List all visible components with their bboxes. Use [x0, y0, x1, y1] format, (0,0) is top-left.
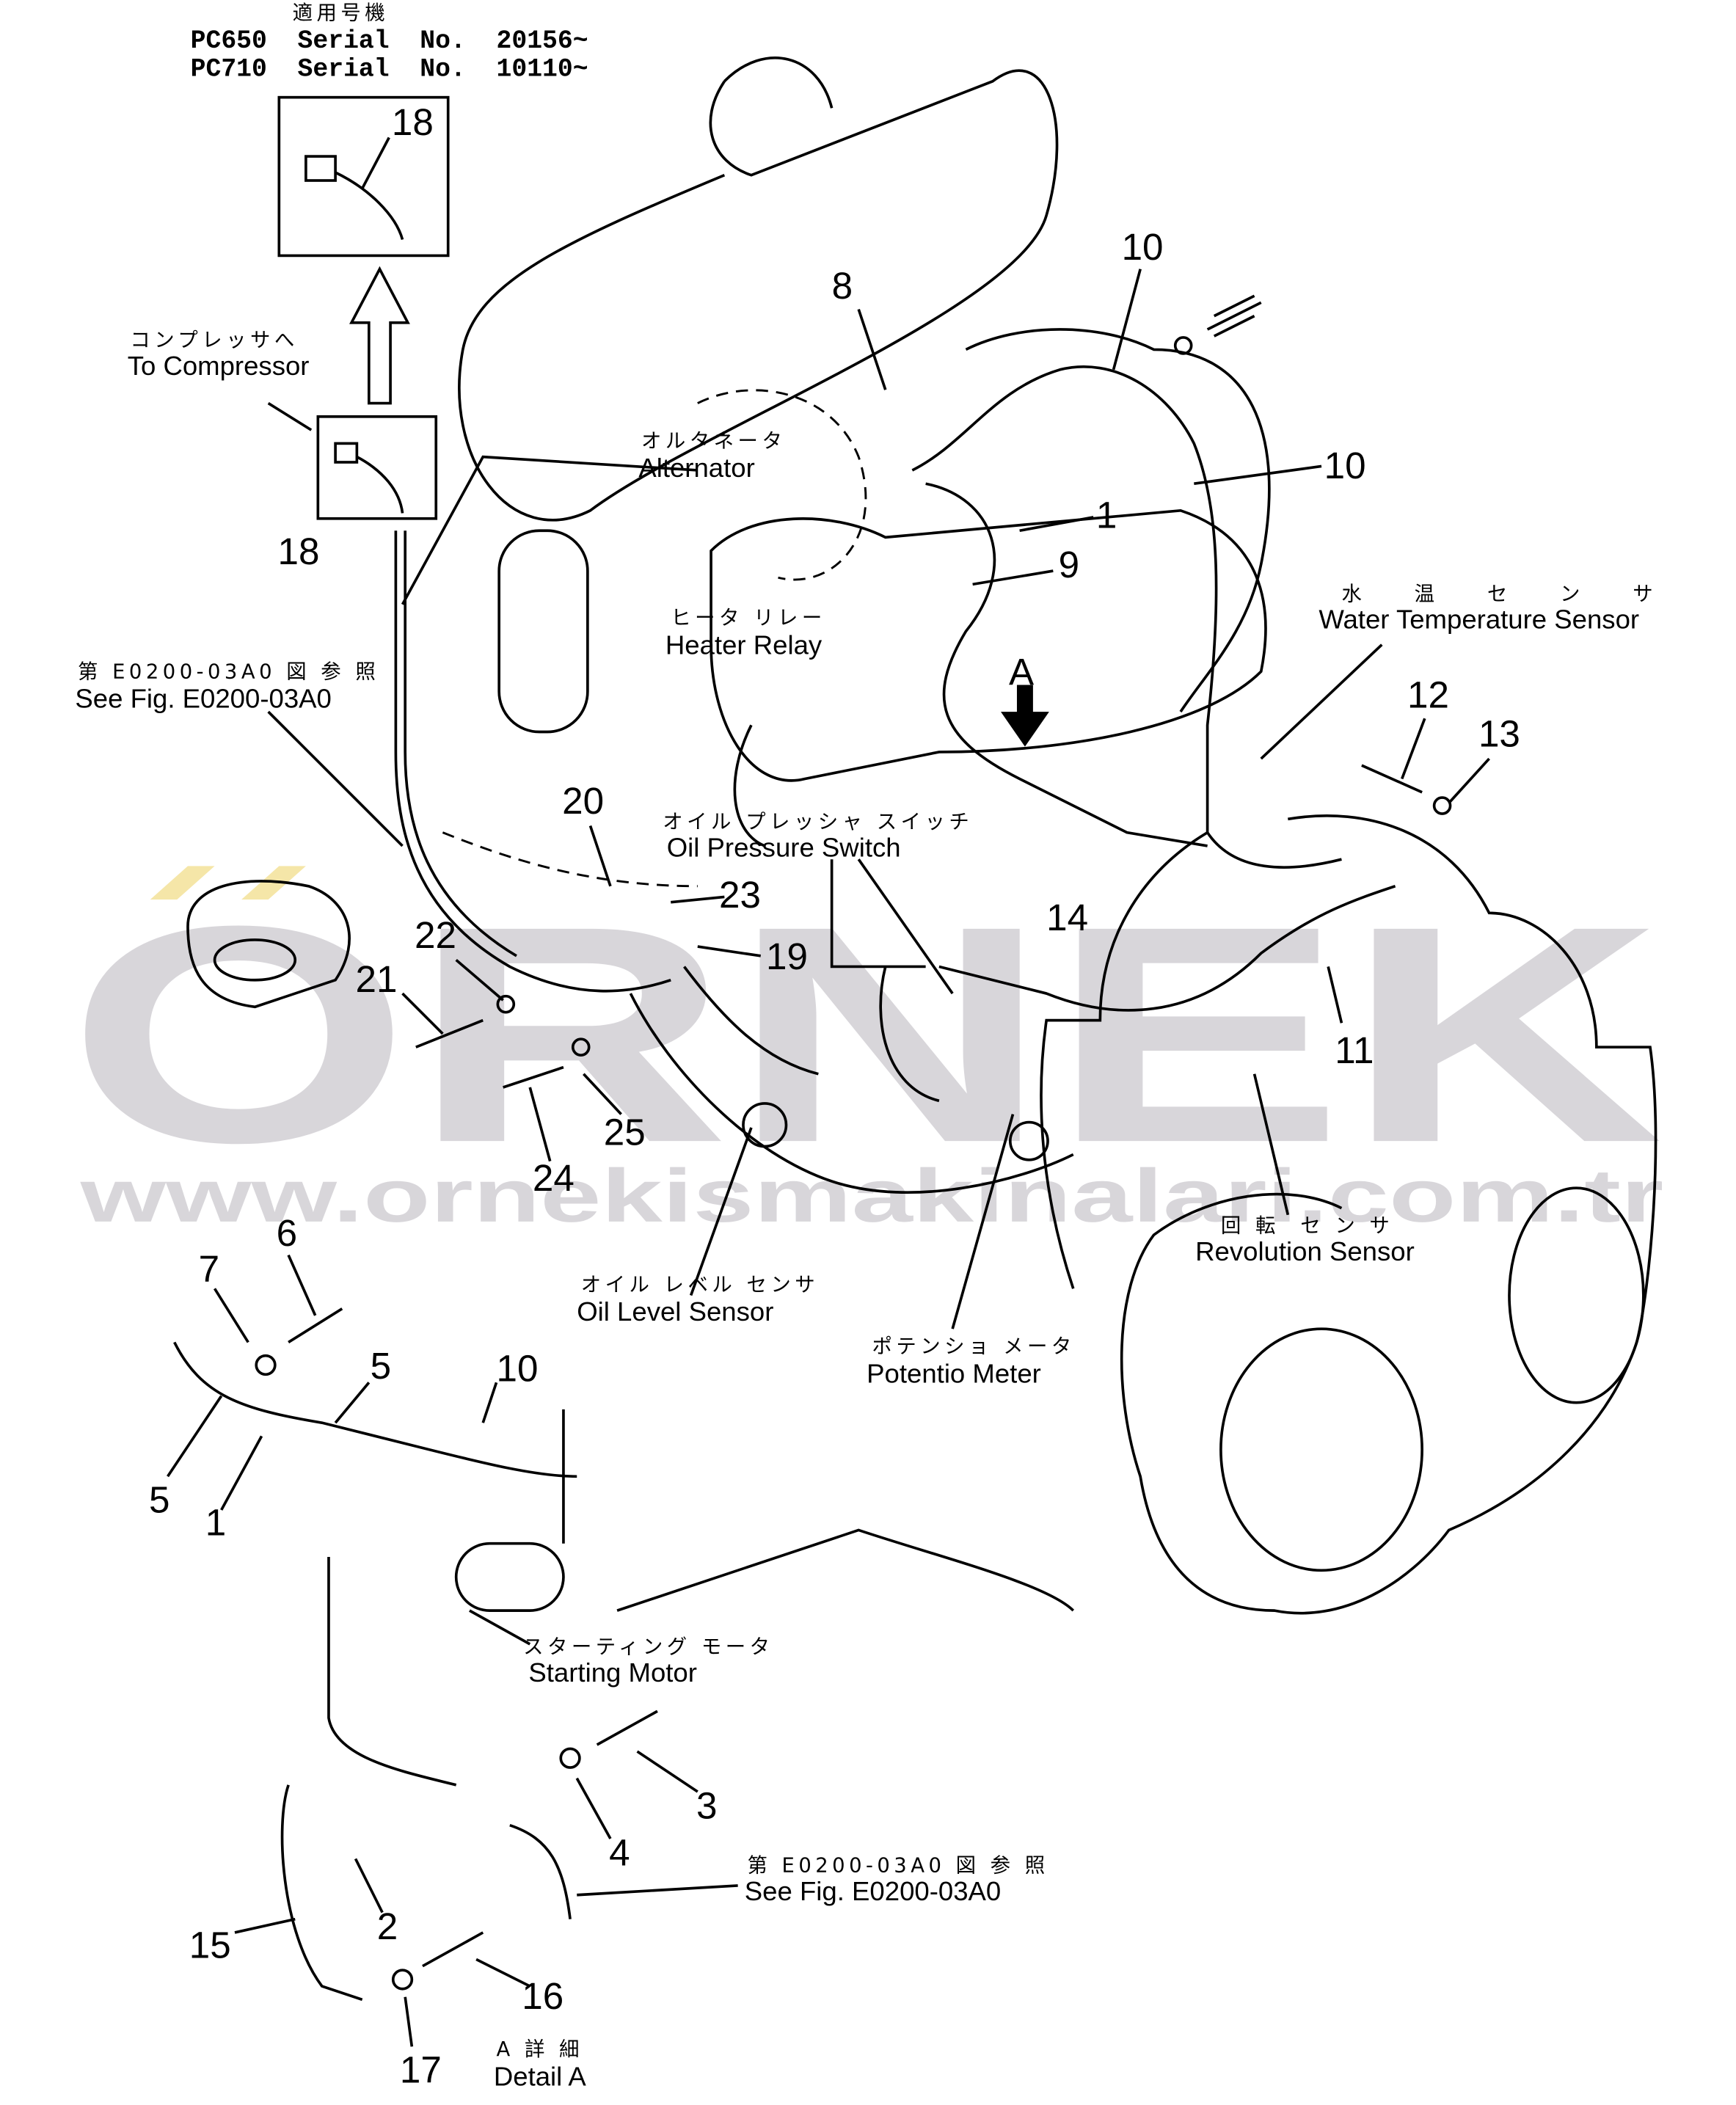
callout-number: 20 — [562, 780, 604, 822]
label-jp: A 詳 細 — [497, 2038, 583, 2061]
washer-icon — [571, 1037, 591, 1057]
fasteners — [255, 294, 1452, 1991]
callout-number: 2 — [377, 1905, 398, 1947]
label-jp: 第 E0200-03A0 図 参 照 — [747, 1855, 1048, 1878]
label-starting-motor: Starting Motor — [528, 1657, 697, 1688]
label-oil-level-sensor: Oil Level Sensor — [577, 1296, 773, 1327]
arrow-up-icon — [349, 266, 410, 405]
label-jp: オイル レベル センサ — [581, 1274, 819, 1296]
callout-number: 12 — [1407, 674, 1449, 716]
bolt-icon — [596, 1710, 658, 1746]
callout-number: 19 — [766, 935, 808, 977]
callout-number: 23 — [719, 874, 761, 916]
bolt-icon — [415, 1018, 484, 1048]
callout-number: 21 — [356, 958, 398, 1000]
callout-number: 5 — [149, 1479, 169, 1521]
view-a-arrow-icon — [1001, 685, 1049, 747]
callout-number: 17 — [400, 2049, 442, 2091]
callout-number: 1 — [1096, 495, 1117, 536]
callout-number: 13 — [1478, 713, 1520, 755]
label-oil-pressure-switch: Oil Pressure Switch — [667, 833, 901, 863]
callout-number: 18 — [277, 530, 319, 572]
label-revolution-sensor: Revolution Sensor — [1195, 1236, 1415, 1266]
callout-number: 11 — [1335, 1029, 1374, 1071]
watermark-brand: ORNEK — [67, 862, 1663, 1207]
watermark-url: www.ornekismakinalari.com.tr — [79, 1153, 1663, 1238]
engine-outline — [186, 56, 1657, 1615]
label-jp: オイル プレッシャ スイッチ — [663, 811, 973, 833]
label-jp: 水 温 セ ン サ — [1341, 583, 1657, 605]
callout-number: 5 — [371, 1345, 391, 1387]
watermark: ORNEK www.ornekismakinalari.com.tr — [67, 862, 1663, 1238]
callout-number: 10 — [497, 1347, 539, 1389]
callout-number: 8 — [832, 265, 853, 307]
label-jp: ヒータ リレー — [671, 607, 826, 630]
label-jp: 第 E0200-03A0 図 参 照 — [78, 660, 379, 683]
label-water-temperature-sensor: Water Temperature Sensor — [1319, 605, 1639, 635]
inset-serial — [267, 95, 450, 520]
callout-number: 1 — [205, 1502, 226, 1544]
label-heater-relay: Heater Relay — [665, 630, 823, 660]
bolt-icon — [503, 1065, 564, 1089]
view-a-label: A — [1009, 652, 1035, 693]
label-see-fig-top: See Fig. E0200-03A0 — [75, 684, 331, 714]
applicability-line1: PC650 Serial No. 20156~ — [191, 27, 588, 56]
callout-number: 24 — [533, 1157, 575, 1199]
callout-number: 18 — [392, 101, 434, 143]
label-jp: ポテンショ メータ — [872, 1335, 1075, 1358]
label-potentio-meter: Potentio Meter — [867, 1358, 1041, 1388]
callout-number: 16 — [522, 1975, 564, 2017]
arrow-to-compressor — [267, 401, 313, 431]
callout-number: 10 — [1122, 226, 1164, 268]
bolt-icon — [1361, 764, 1423, 794]
starting-motor-shape — [454, 1542, 565, 1612]
bolt-icon — [1206, 294, 1262, 338]
washer-icon — [255, 1354, 277, 1376]
wire-harness — [173, 365, 1396, 2002]
callout-number: 14 — [1046, 897, 1088, 938]
watermark-accent — [150, 866, 215, 900]
potentio-meter-shape — [1008, 1120, 1049, 1161]
callout-number: 25 — [604, 1112, 646, 1153]
label-alternator: Alternator — [638, 453, 754, 483]
callout-number: 4 — [609, 1832, 630, 1874]
washer-icon — [496, 994, 516, 1014]
label-detail-a: Detail A — [494, 2061, 587, 2091]
leader-lines — [167, 269, 1490, 2047]
label-jp: オルタネータ — [641, 430, 786, 453]
washer-icon — [559, 1747, 581, 1769]
oil-level-sensor-shape — [742, 1102, 788, 1148]
bolt-icon — [422, 1931, 484, 1968]
callout-number: 9 — [1059, 544, 1079, 585]
label-see-fig-bottom: See Fig. E0200-03A0 — [745, 1876, 1001, 1906]
applicability-line2: PC710 Serial No. 10110~ — [191, 55, 588, 84]
callout-number: 10 — [1324, 445, 1366, 486]
washer-icon — [1432, 796, 1452, 815]
label-to-compressor: To Compressor — [128, 351, 310, 381]
label-jp: 回 転 セ ン サ — [1221, 1215, 1393, 1238]
washer-icon — [1173, 336, 1193, 355]
washer-icon — [391, 1969, 414, 1991]
callout-number: 7 — [199, 1248, 219, 1290]
bolt-icon — [288, 1307, 343, 1343]
applicability-title-jp: 適用号機 — [293, 2, 390, 25]
callout-number: 6 — [277, 1212, 297, 1254]
callout-number: 15 — [189, 1925, 231, 1966]
label-jp: スターティング モータ — [523, 1636, 773, 1659]
watermark-accent — [241, 866, 306, 900]
callout-number: 22 — [415, 914, 456, 956]
callouts: 18 18 8 10 10 1 9 12 13 20 23 19 22 21 1… — [149, 101, 1520, 2091]
label-jp: コンプレッサへ — [130, 329, 298, 352]
callout-number: 3 — [696, 1785, 717, 1827]
